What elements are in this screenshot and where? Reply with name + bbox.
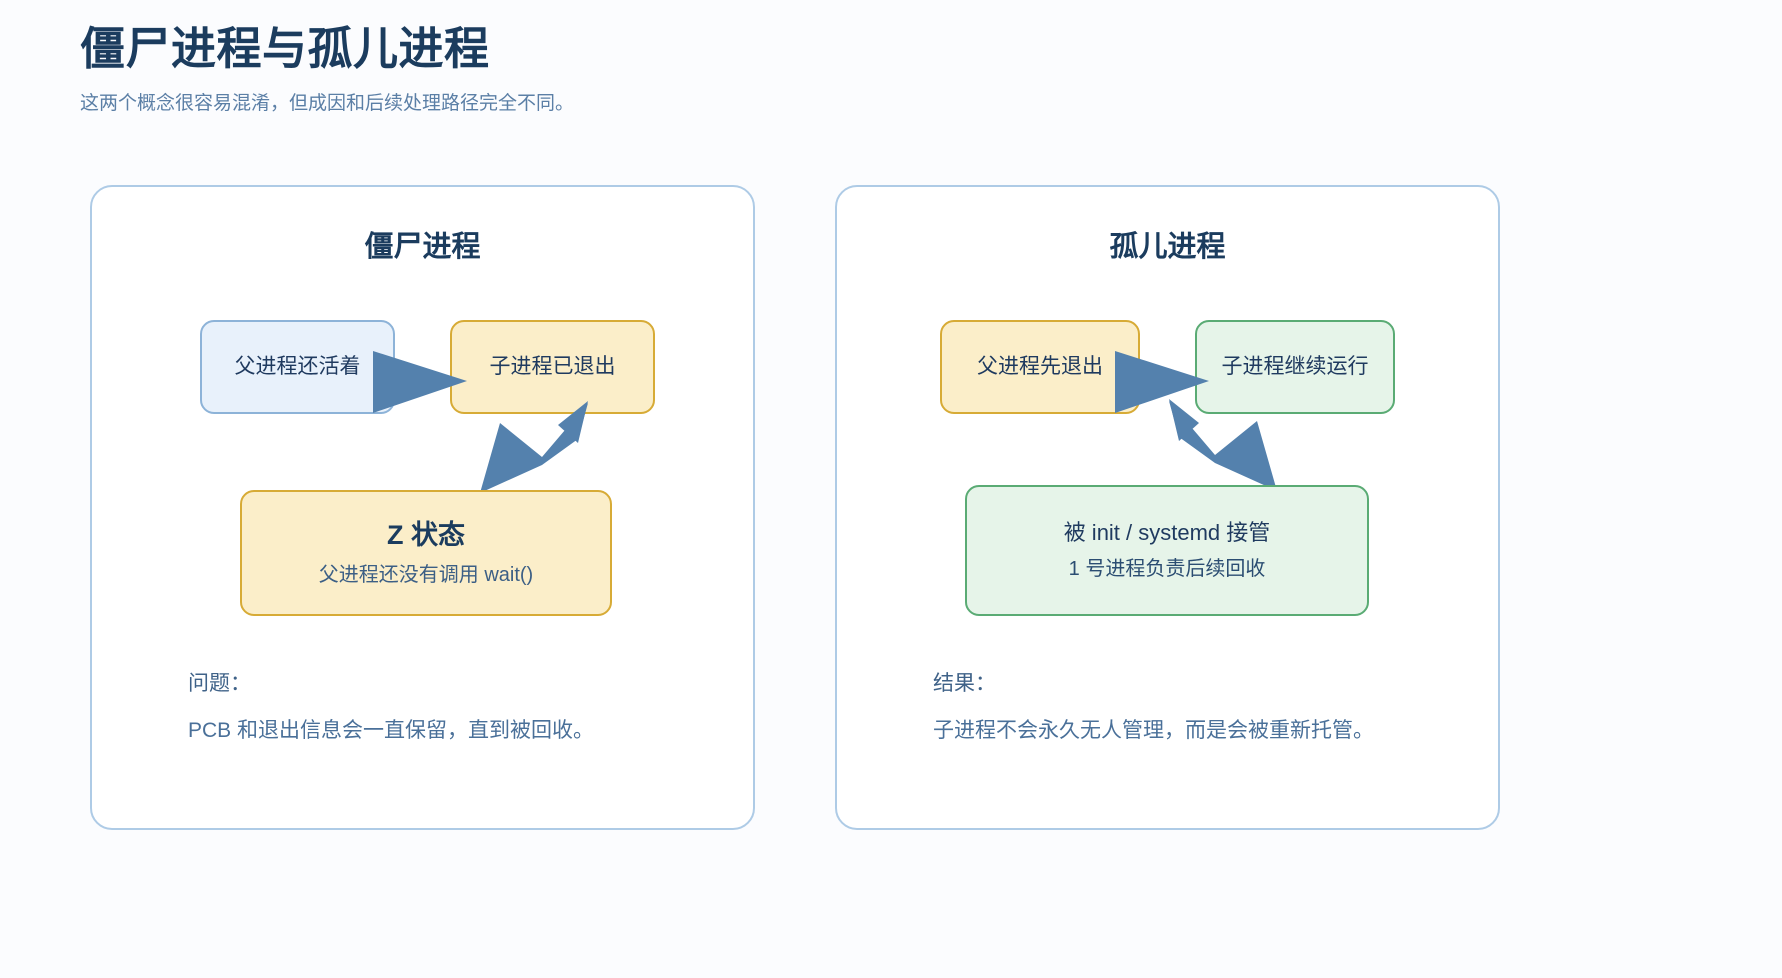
node-child-running-label: 子进程继续运行 bbox=[1221, 354, 1369, 378]
cards-container: 僵尸进程 父进程还活着 子进程已退出 Z 状态 父进程还没有调用 wait() … bbox=[90, 185, 1700, 835]
card-orphan-process: 孤儿进程 父进程先退出 子进程继续运行 被 init / systemd 接管 … bbox=[835, 185, 1500, 830]
node-parent-exited: 父进程先退出 bbox=[940, 320, 1140, 414]
card-title-orphan: 孤儿进程 bbox=[1109, 231, 1226, 263]
node-parent-alive: 父进程还活着 bbox=[200, 320, 395, 414]
node-parent-exited-label: 父进程先退出 bbox=[977, 354, 1103, 378]
node-child-exited-label: 子进程已退出 bbox=[489, 354, 616, 378]
node-zombie-z-state: Z 状态 父进程还没有调用 wait() bbox=[240, 490, 612, 616]
footnote-label-problem: 问题： bbox=[188, 672, 251, 695]
card-title-zombie: 僵尸进程 bbox=[364, 231, 481, 263]
footnote-orphan: 结果： 子进程不会永久无人管理，而是会被重新托管。 bbox=[933, 667, 1453, 747]
footnote-label-result: 结果： bbox=[933, 672, 996, 695]
node-init-line2: 1 号进程负责后续回收 bbox=[1068, 557, 1266, 580]
page-title: 僵尸进程与孤儿进程 bbox=[80, 23, 490, 74]
node-z-state-title: Z 状态 bbox=[387, 520, 465, 551]
footnote-text-problem: PCB 和退出信息会一直保留，直到被回收。 bbox=[188, 719, 595, 742]
node-parent-alive-label: 父进程还活着 bbox=[234, 354, 361, 378]
footnote-zombie: 问题： PCB 和退出信息会一直保留，直到被回收。 bbox=[188, 667, 708, 747]
page-subtitle: 这两个概念很容易混淆，但成因和后续处理路径完全不同。 bbox=[80, 93, 575, 115]
page-header: 僵尸进程与孤儿进程 这两个概念很容易混淆，但成因和后续处理路径完全不同。 bbox=[80, 22, 1480, 118]
node-init-line1: 被 init / systemd 接管 bbox=[1063, 520, 1271, 546]
footnote-text-result: 子进程不会永久无人管理，而是会被重新托管。 bbox=[933, 719, 1374, 742]
node-z-state-subtitle: 父进程还没有调用 wait() bbox=[318, 563, 534, 586]
node-init-systemd-adopt: 被 init / systemd 接管 1 号进程负责后续回收 bbox=[965, 485, 1369, 616]
card-zombie-process: 僵尸进程 父进程还活着 子进程已退出 Z 状态 父进程还没有调用 wait() … bbox=[90, 185, 755, 830]
node-child-running: 子进程继续运行 bbox=[1195, 320, 1395, 414]
node-child-exited: 子进程已退出 bbox=[450, 320, 655, 414]
